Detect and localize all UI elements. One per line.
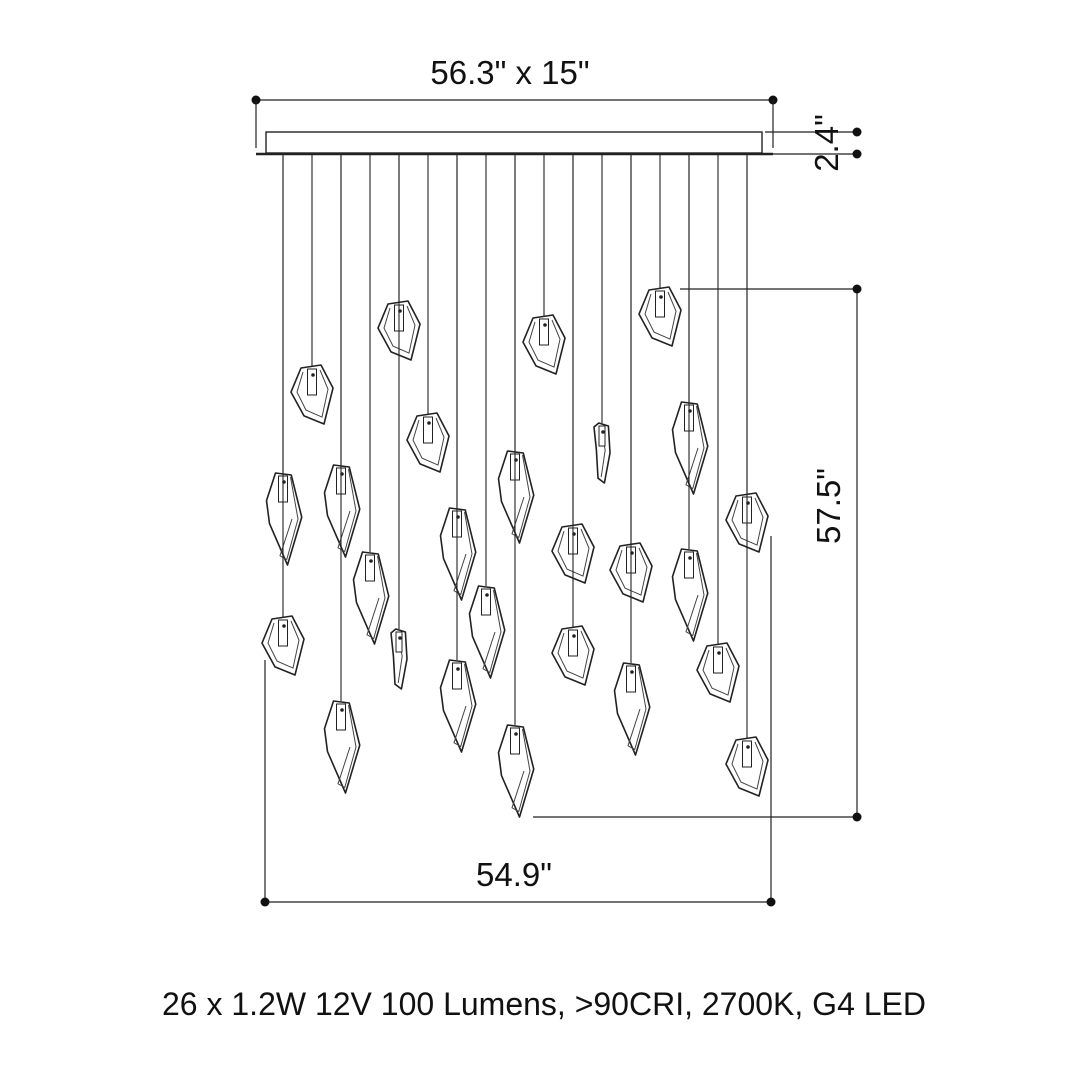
pendant-26	[725, 155, 769, 797]
canopy	[256, 131, 773, 156]
pendant-5	[323, 155, 361, 794]
pendant-23	[671, 155, 709, 642]
pendant-20	[613, 155, 651, 756]
pendant-2	[261, 155, 305, 676]
pendant-11	[439, 155, 477, 753]
pendant-12	[468, 155, 506, 679]
pendant-1	[265, 155, 303, 566]
pendant-15	[522, 155, 566, 375]
pendant-4	[323, 155, 361, 558]
pendant-3	[290, 155, 334, 425]
pendant-18	[593, 155, 611, 484]
pendant-10	[439, 155, 477, 601]
drop-height-dimension-line	[533, 284, 862, 822]
canopy-size-label: 56.3" x 15"	[430, 54, 590, 91]
pendant-21	[638, 155, 682, 347]
canopy-width-dimension-line	[251, 95, 778, 148]
pendant-8	[390, 155, 408, 690]
pendants	[261, 155, 769, 818]
drop-height-label: 57.5"	[810, 468, 847, 544]
canopy-height-dimension-line	[765, 127, 862, 159]
pendant-9	[406, 155, 450, 473]
spread-width-label: 54.9"	[476, 856, 552, 893]
spread-width-dimension-line	[260, 536, 776, 907]
pendant-17	[551, 155, 595, 686]
led-spec-text: 26 x 1.2W 12V 100 Lumens, >90CRI, 2700K,…	[162, 986, 926, 1022]
canopy-height-label: 2.4"	[808, 114, 845, 172]
pendant-14	[497, 155, 535, 818]
pendant-24	[696, 155, 740, 703]
pendant-6	[352, 155, 390, 645]
